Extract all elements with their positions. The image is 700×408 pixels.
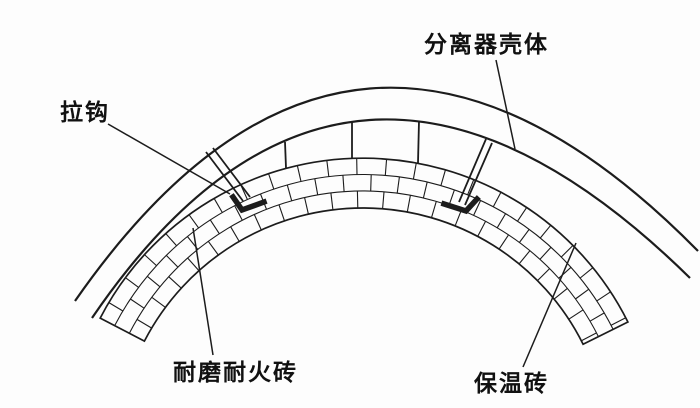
brick-joint [492, 191, 502, 207]
brick-joint [209, 219, 220, 235]
brick-joint [406, 195, 411, 213]
brick-joint [539, 224, 552, 239]
shell-inner-arc [91, 118, 691, 319]
brick-joint [207, 240, 219, 256]
brick-joint [230, 226, 240, 242]
brick-joint [467, 179, 475, 196]
hanger-connector [417, 120, 420, 164]
brick-joint [596, 291, 611, 302]
brick-joint [473, 200, 482, 216]
brick-joint [568, 309, 584, 320]
brick-joint [610, 317, 626, 326]
brick-band-outline [99, 157, 630, 346]
brick-joint [286, 184, 293, 201]
leader-shell [495, 59, 516, 150]
brick-joint [342, 175, 345, 192]
brick-joint [558, 266, 572, 279]
tie-hook-rod-right [458, 138, 487, 203]
brick-course-line [128, 190, 599, 337]
tie-hook-end-left [229, 193, 268, 214]
brick-joint [370, 174, 372, 192]
leader-hook [107, 123, 231, 195]
brick-joint [440, 169, 447, 186]
label-tie-hook: 拉钩 [60, 99, 110, 125]
brick-joints-group [108, 158, 626, 342]
brick-joint [234, 205, 243, 221]
brick-lining [99, 157, 630, 346]
brick-joint [304, 197, 309, 215]
tie-hook-end-right [440, 195, 481, 215]
brick-joint [330, 192, 334, 210]
hanger-connector [284, 141, 287, 169]
brick-joint [130, 298, 145, 309]
brick-joint [518, 228, 530, 243]
brick-joint [579, 267, 594, 279]
brick-joint [518, 250, 531, 265]
leader-insulation [522, 242, 577, 368]
brick-joint [496, 213, 507, 229]
shell-outer-arc [74, 86, 699, 302]
separator-shell [74, 86, 699, 319]
brick-joint [136, 318, 152, 329]
brick-joint [396, 176, 400, 194]
tie-hook-rod-left [205, 151, 244, 202]
brick-joint [412, 162, 417, 180]
brick-joint [326, 160, 330, 177]
brick-joint [296, 165, 302, 182]
brick-joint [539, 246, 552, 260]
hanger-connectors [284, 120, 420, 169]
brick-joint [188, 214, 200, 229]
brick-joint [314, 178, 319, 195]
label-refractory-brick: 耐磨耐火砖 [173, 359, 298, 385]
brick-joint [589, 312, 605, 322]
tie-hook-rod-left [212, 147, 251, 198]
brick-joint [187, 257, 200, 272]
brick-course-line [114, 173, 614, 330]
label-separator-shell: 分离器壳体 [424, 31, 549, 57]
brick-joint [124, 277, 139, 288]
labels: 分离器壳体 拉钩 耐磨耐火砖 保温砖 [60, 31, 549, 396]
tie-hooks [205, 138, 493, 215]
label-insulation-brick: 保温砖 [473, 370, 549, 396]
brick-joint [581, 332, 597, 342]
brick-joint [454, 209, 462, 227]
brick-joint [168, 276, 182, 289]
brick-joint [384, 158, 388, 176]
brick-joint [165, 255, 179, 268]
brick-joint [448, 189, 455, 206]
tie-hook-rod-right [464, 142, 493, 206]
brick-joint [422, 181, 428, 199]
brick-joint [575, 288, 590, 300]
brick-joint [553, 287, 568, 300]
brick-joint [517, 207, 528, 222]
brick-joint [382, 191, 385, 209]
brick-joint [165, 233, 178, 247]
leader-refractory [192, 227, 214, 356]
brick-joint [143, 254, 157, 267]
brick-joint [108, 302, 124, 312]
brick-joint [477, 221, 487, 237]
brick-joint [253, 214, 262, 231]
brick-joint [430, 201, 437, 218]
brick-joint [278, 204, 286, 222]
brick-joint [213, 197, 223, 213]
brick-joint [498, 234, 509, 250]
brick-joint [560, 245, 574, 258]
brick-joint [146, 275, 161, 288]
leader-lines [107, 59, 577, 368]
brick-joint [151, 296, 166, 308]
brick-joint [537, 268, 550, 281]
brick-joint [267, 173, 275, 190]
